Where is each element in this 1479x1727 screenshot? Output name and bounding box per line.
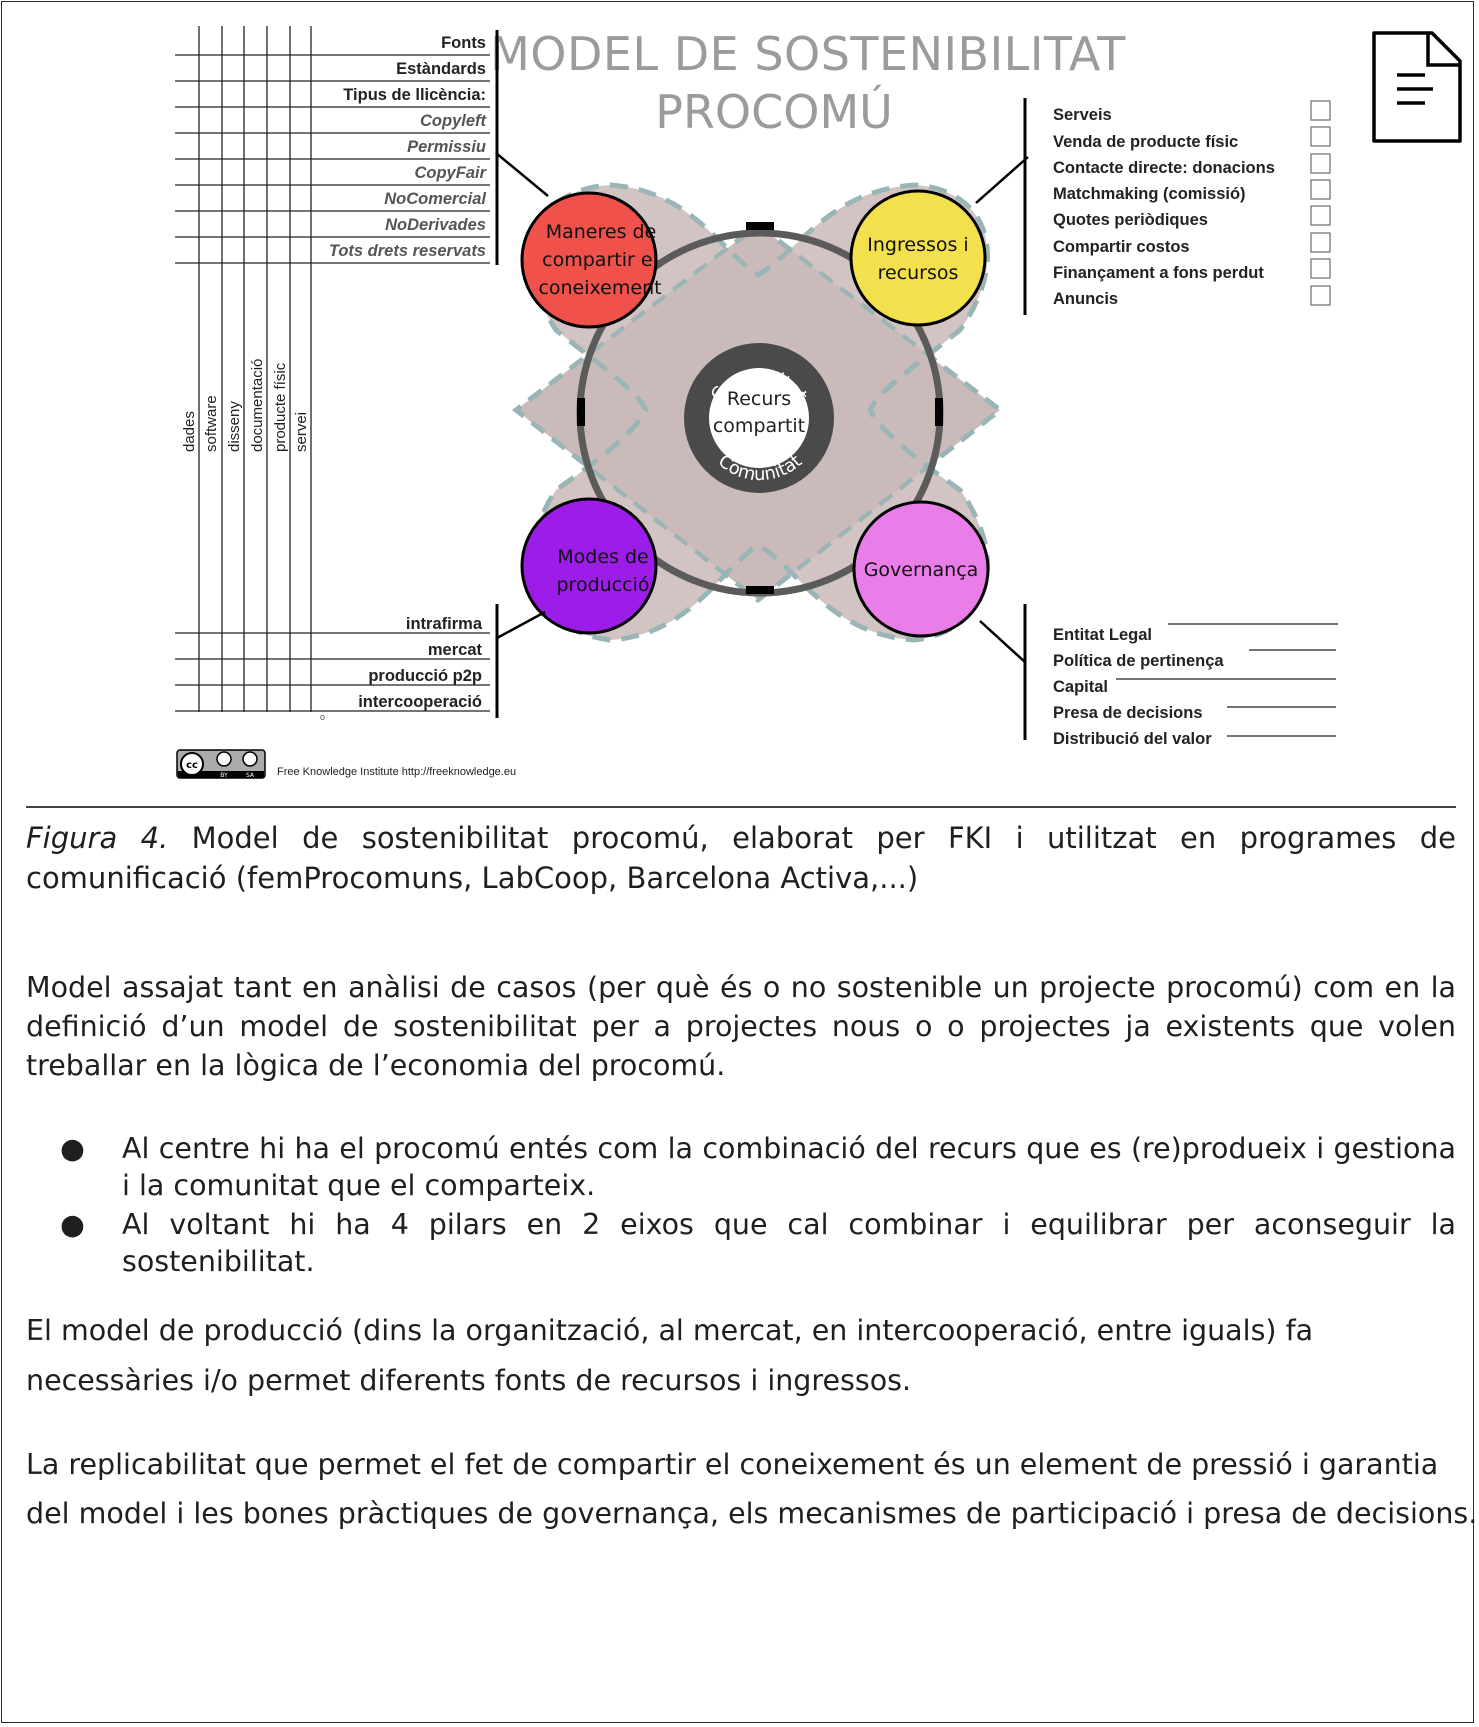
income-items: Serveis Venda de producte físic Contacte… bbox=[1053, 106, 1275, 308]
svg-text:Compartir costos: Compartir costos bbox=[1053, 238, 1190, 256]
paragraph-production-line2: necessàries i/o permet diferents fonts d… bbox=[26, 1364, 912, 1397]
license-row-label: Copyleft bbox=[420, 112, 488, 130]
pillar-income-resources: Ingressos i recursos bbox=[849, 189, 987, 327]
document-icon bbox=[1372, 31, 1462, 143]
cc-license-badge: cc BY SA bbox=[176, 749, 266, 779]
svg-text:intercooperació: intercooperació bbox=[358, 693, 482, 711]
center-label-line2: compartit bbox=[713, 415, 805, 437]
license-row-label: Fonts bbox=[441, 34, 486, 52]
paragraph-production-line1: El model de producció (dins la organitza… bbox=[26, 1314, 1314, 1347]
governance-items: Entitat Legal Política de pertinença Cap… bbox=[1053, 626, 1224, 748]
svg-text:Presa de decisions: Presa de decisions bbox=[1053, 704, 1203, 722]
paragraph-replicability-line1: La replicabilitat que permet el fet de c… bbox=[26, 1448, 1439, 1481]
svg-text:BY: BY bbox=[220, 772, 228, 779]
paragraph-replicability-line2: del model i les bones pràctiques de gove… bbox=[26, 1497, 1478, 1530]
svg-text:producció: producció bbox=[557, 574, 650, 596]
caption-divider bbox=[26, 806, 1456, 808]
bullet-marker: ● bbox=[60, 1132, 85, 1165]
svg-text:Distribució del valor: Distribució del valor bbox=[1053, 730, 1212, 748]
license-row-label: NoComercial bbox=[384, 190, 486, 208]
svg-text:compartir el: compartir el bbox=[542, 249, 658, 271]
license-row-label: Tipus de llicència: bbox=[343, 86, 486, 104]
production-row-labels: intrafirma mercat producció p2p intercoo… bbox=[358, 615, 483, 711]
small-mark: o bbox=[320, 712, 325, 722]
income-checkboxes bbox=[1310, 100, 1331, 306]
license-row-labels: Fonts Estàndards Tipus de llicència: Cop… bbox=[329, 34, 488, 260]
paragraph-model-tested: Model assajat tant en anàlisi de casos (… bbox=[26, 971, 1456, 1082]
pillar-governance: Governança bbox=[852, 500, 990, 638]
figure-title-line1: MODEL DE SOSTENIBILITAT bbox=[490, 27, 1126, 81]
svg-text:Matchmaking (comissió): Matchmaking (comissió) bbox=[1053, 185, 1246, 203]
license-row-label: Tots drets reservats bbox=[329, 242, 486, 260]
svg-text:Quotes periòdiques: Quotes periòdiques bbox=[1053, 211, 1208, 229]
list-item: ● Al voltant hi ha 4 pilars en 2 eixos q… bbox=[26, 1206, 1456, 1280]
svg-text:Modes de: Modes de bbox=[557, 546, 648, 568]
svg-text:intrafirma: intrafirma bbox=[406, 615, 483, 633]
resource-type-labels: dades software disseny documentació prod… bbox=[181, 359, 310, 452]
svg-text:producció p2p: producció p2p bbox=[368, 667, 482, 685]
svg-text:documentació: documentació bbox=[249, 359, 266, 452]
svg-text:disseny: disseny bbox=[226, 401, 243, 452]
list-item-text: Al voltant hi ha 4 pilars en 2 eixos que… bbox=[122, 1208, 1456, 1278]
license-row-label: Permissiu bbox=[407, 138, 486, 156]
list-item: ● Al centre hi ha el procomú entés com l… bbox=[26, 1130, 1456, 1204]
list-item-text: Al centre hi ha el procomú entés com la … bbox=[122, 1132, 1456, 1202]
svg-text:Contacte directe: donacions: Contacte directe: donacions bbox=[1053, 159, 1275, 177]
svg-text:Ingressos i: Ingressos i bbox=[867, 234, 968, 256]
sustainability-model-figure: MODEL DE SOSTENIBILITAT PROCOMÚ Comunita… bbox=[175, 26, 1462, 779]
svg-text:cc: cc bbox=[186, 760, 198, 771]
license-row-label: Estàndards bbox=[396, 60, 486, 78]
svg-text:producte físic: producte físic bbox=[272, 362, 289, 452]
bullet-list: ● Al centre hi ha el procomú entés com l… bbox=[26, 1130, 1456, 1280]
figure-credit: Free Knowledge Institute http://freeknow… bbox=[277, 766, 516, 778]
svg-text:servei: servei bbox=[293, 412, 310, 452]
svg-text:coneixement: coneixement bbox=[538, 277, 661, 299]
caption-text: Model de sostenibilitat procomú, elabora… bbox=[26, 821, 1456, 895]
svg-text:Serveis: Serveis bbox=[1053, 106, 1112, 124]
figure-label: Figura 4. bbox=[26, 821, 169, 855]
svg-text:Anuncis: Anuncis bbox=[1053, 290, 1118, 308]
figure-title-line2: PROCOMÚ bbox=[655, 85, 893, 139]
governance-fill-lines bbox=[1116, 623, 1338, 737]
license-row-label: CopyFair bbox=[414, 164, 487, 182]
svg-text:Entitat Legal: Entitat Legal bbox=[1053, 626, 1152, 644]
svg-text:Política de pertinença: Política de pertinença bbox=[1053, 652, 1224, 670]
shared-resource-center bbox=[709, 368, 809, 468]
svg-text:recursos: recursos bbox=[878, 262, 959, 284]
pillar-production-modes: Modes de producció bbox=[520, 497, 658, 635]
figure-caption: Figura 4. Model de sostenibilitat procom… bbox=[26, 818, 1456, 898]
svg-text:Finançament a fons perdut: Finançament a fons perdut bbox=[1053, 264, 1264, 282]
svg-text:Governança: Governança bbox=[864, 559, 979, 581]
license-grid bbox=[175, 26, 490, 712]
svg-text:Venda de producte físic: Venda de producte físic bbox=[1053, 133, 1238, 151]
svg-text:mercat: mercat bbox=[428, 641, 483, 659]
bullet-marker: ● bbox=[60, 1208, 85, 1241]
pillar-knowledge-sharing: Maneres de compartir el coneixement bbox=[520, 191, 662, 329]
svg-text:software: software bbox=[203, 395, 220, 452]
center-label-line1: Recurs bbox=[727, 388, 791, 410]
svg-text:Maneres de: Maneres de bbox=[546, 221, 657, 243]
license-row-label: NoDerivades bbox=[385, 216, 486, 234]
svg-text:SA: SA bbox=[246, 772, 255, 779]
svg-text:dades: dades bbox=[181, 411, 198, 452]
svg-text:Capital: Capital bbox=[1053, 678, 1108, 696]
